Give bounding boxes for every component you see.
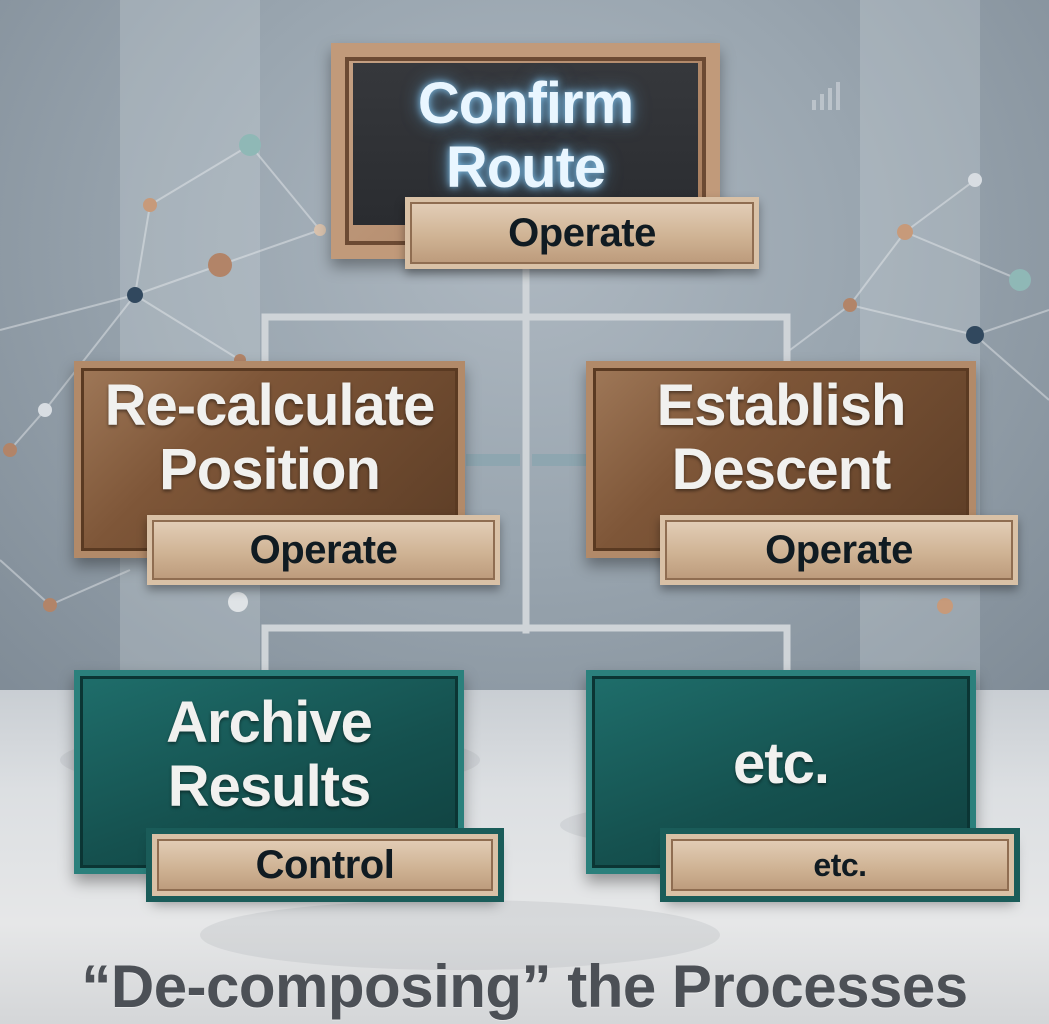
node-title-line: Position	[159, 436, 381, 502]
tag-label: Operate	[765, 527, 913, 572]
tag-bottom-right-etc: etc.	[666, 834, 1014, 896]
tag-right-operate: Operate	[660, 515, 1018, 585]
tag-label: Operate	[249, 527, 398, 572]
node-title-line: Establish	[656, 372, 907, 438]
network-graph-decoration	[3, 82, 1031, 614]
node-title: Archive Results	[166, 690, 373, 819]
node-title: Confirm Route	[417, 71, 634, 200]
node-title-line: Archive	[166, 690, 373, 755]
tag-label: etc.	[813, 846, 867, 883]
node-title: Re-calculate Position	[104, 372, 436, 502]
tag-left-operate: Operate	[147, 515, 500, 585]
node-title-line: Confirm	[417, 71, 634, 136]
node-title-line: Results	[167, 754, 372, 819]
node-title: Establish Descent	[656, 372, 907, 502]
node-title: etc.	[733, 731, 830, 796]
tag-label: Operate	[508, 210, 656, 255]
caption: “De-composing” the Processes	[81, 953, 968, 1020]
node-title-line: Re-calculate	[104, 372, 436, 438]
node-establish-descent: Establish Descent	[586, 361, 976, 558]
node-title-line: Descent	[671, 436, 892, 502]
tag-root-operate: Operate	[405, 197, 759, 269]
node-title-line: Route	[445, 135, 606, 200]
tag-label: Control	[255, 842, 395, 887]
tag-bottom-left-control: Control	[152, 834, 498, 896]
